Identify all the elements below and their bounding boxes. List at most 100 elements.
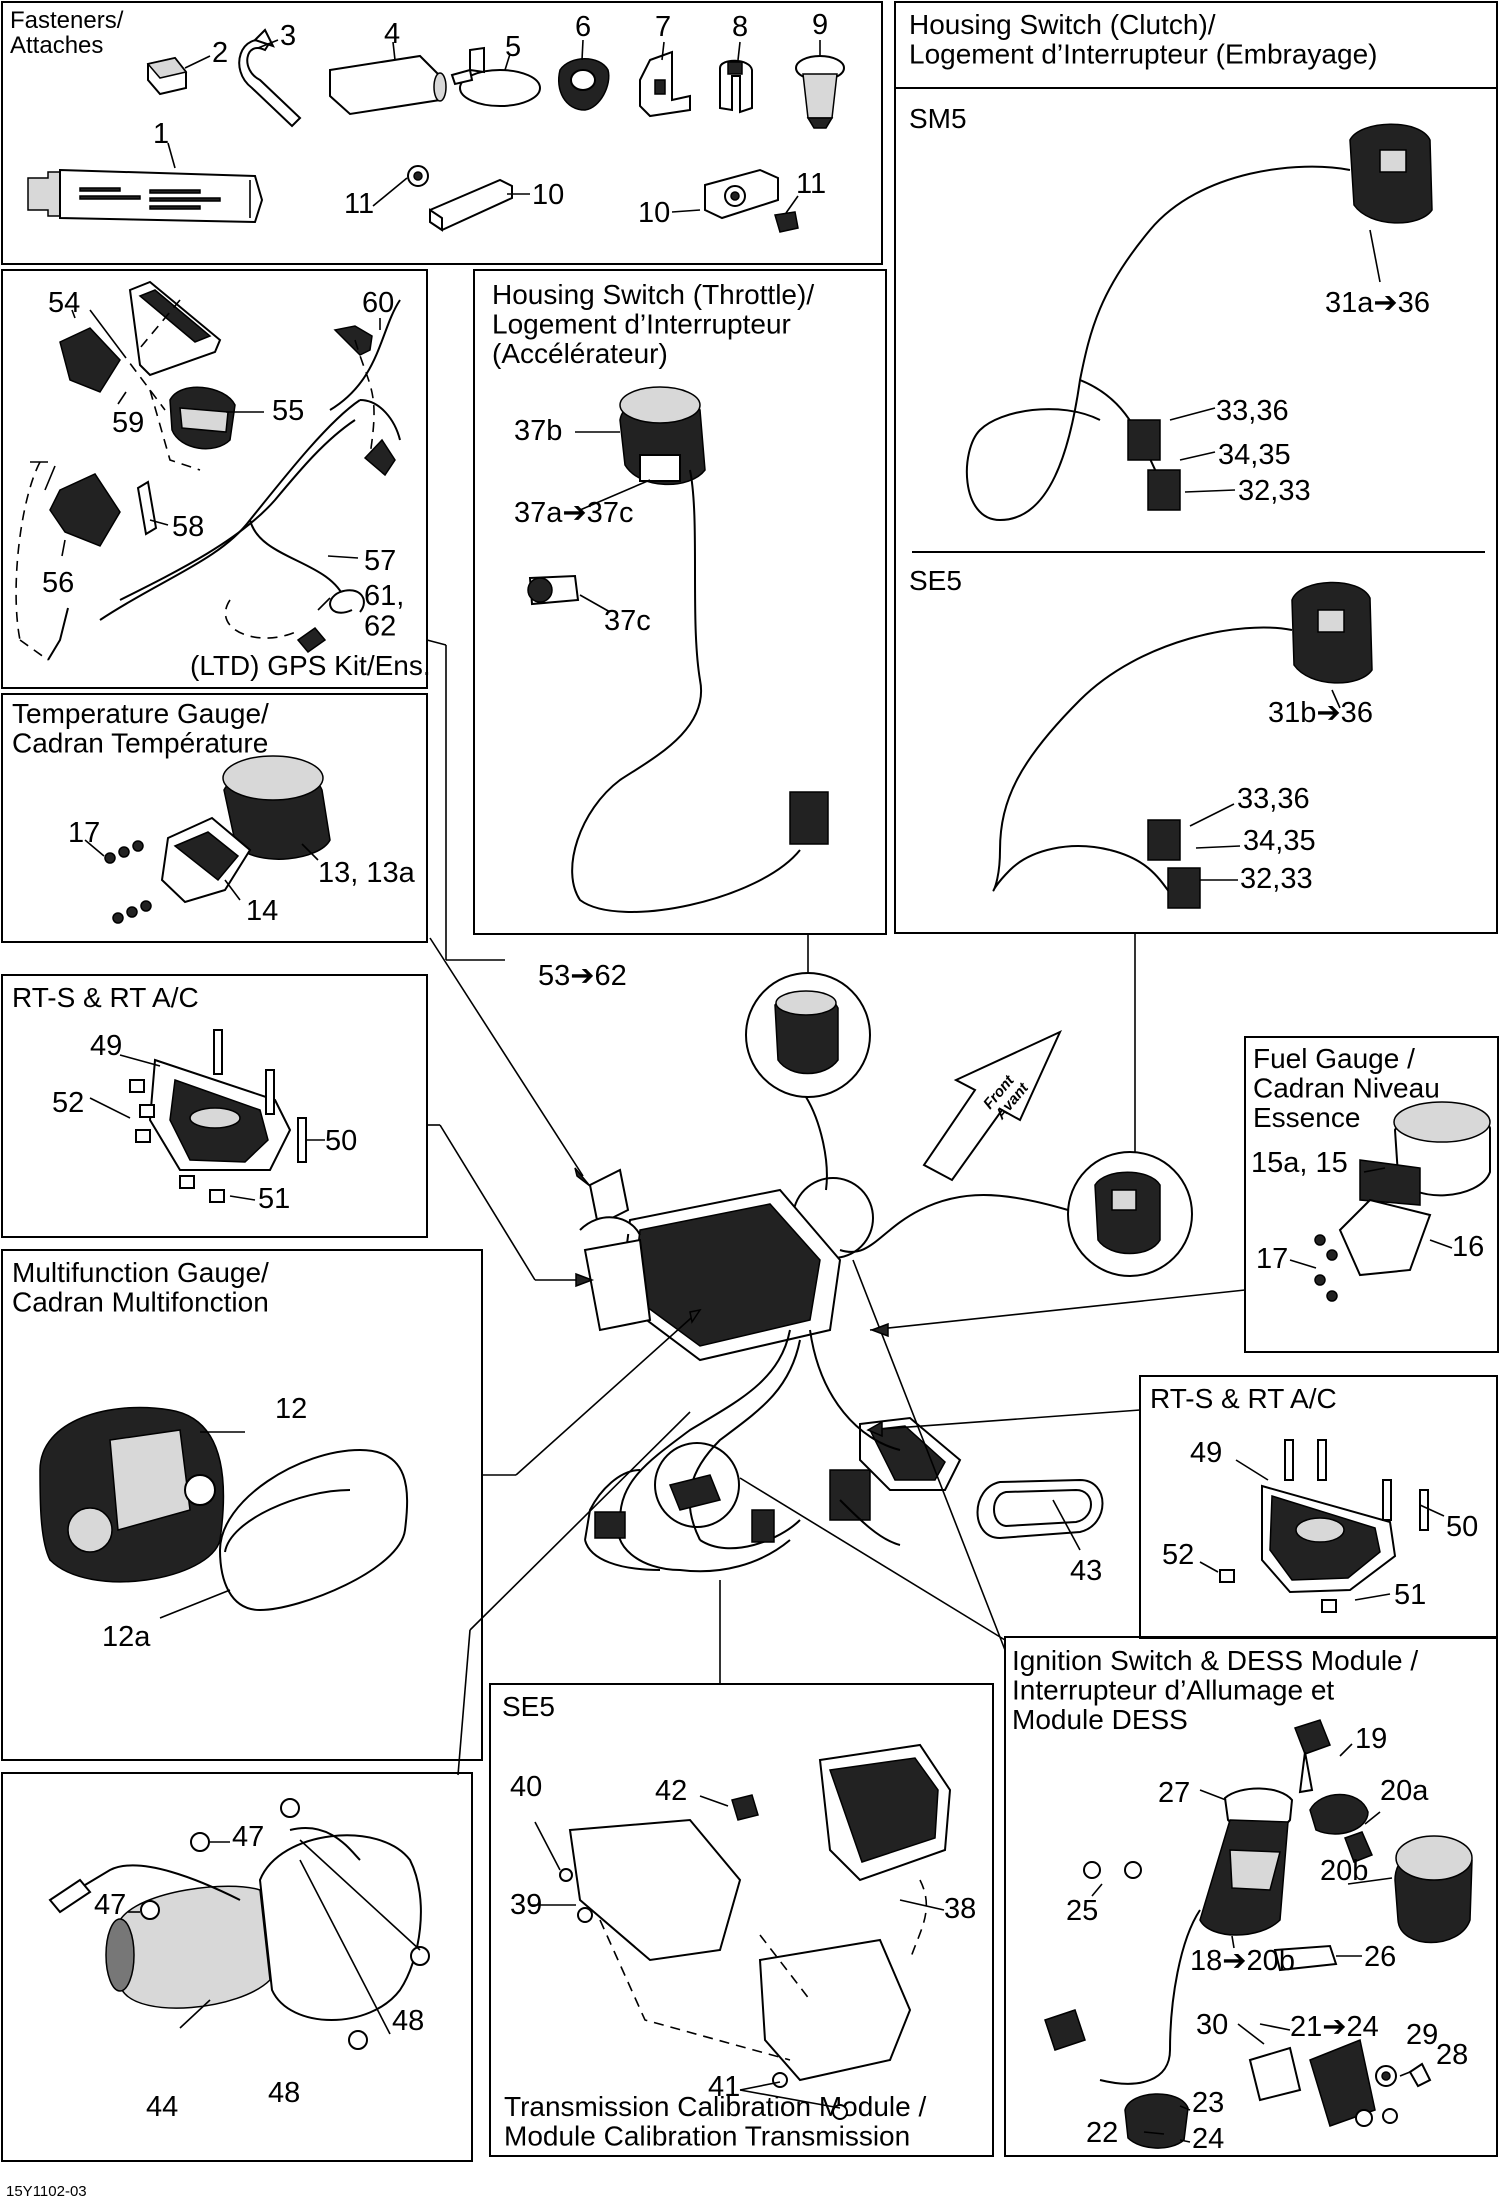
center-assembly: FrontAvant (579, 972, 1193, 1573)
callout-label: 24 (1192, 2123, 1224, 2155)
multifunction-gauge-parts (39, 1406, 409, 1619)
callout-label: 21➔24 (1290, 2011, 1379, 2043)
callout-label: 27 (1158, 1777, 1190, 1809)
callout-label: 48 (268, 2077, 300, 2109)
callout-label: 5 (505, 31, 521, 63)
callout-label: 26 (1364, 1941, 1396, 1973)
callout-label: 22 (1086, 2117, 1118, 2149)
callout-label: 49 (90, 1030, 122, 1062)
callout-label: 52 (52, 1087, 84, 1119)
callout-label: 33,36 (1216, 395, 1289, 427)
multifunction-gauge-labels: 12 12a (102, 1393, 307, 1653)
panel-frame-fasteners (1, 1, 883, 265)
callout-label: 56 (42, 567, 74, 599)
gps-kit-parts (15, 280, 401, 661)
callout-label: 4 (384, 18, 400, 50)
actuator-parts (48, 1798, 430, 2050)
callout-label: 23 (1192, 2087, 1224, 2119)
callout-label: 53➔62 (538, 960, 627, 992)
callout-label: 30 (1196, 2009, 1228, 2041)
callout-label: 60 (362, 287, 394, 319)
throttle-switch-title: Housing Switch (Throttle)/Logement d’Int… (492, 279, 814, 369)
panel-frame-actuator (1, 1772, 473, 2162)
callout-label: 29 (1406, 2019, 1438, 2051)
rts-rtac-right-title: RT-S & RT A/C (1150, 1383, 1337, 1414)
ignition-parts (1044, 1719, 1473, 2149)
callout-label: 7 (655, 11, 671, 43)
transmission-module-labels: 38 39 40 41 42 (510, 1771, 976, 2103)
temperature-gauge-parts (84, 755, 331, 924)
callout-label: 11 (796, 168, 826, 200)
multifunction-gauge-title: Multifunction Gauge/Cadran Multifonction (12, 1257, 269, 1317)
rts-rtac-right-parts (1199, 1439, 1445, 1613)
callout-label: 12a (102, 1621, 151, 1653)
callout-label: 55 (272, 395, 304, 427)
callout-label: 43 (1070, 1555, 1102, 1587)
callout-label: 14 (246, 895, 278, 927)
clutch-sm5-parts (965, 123, 1433, 522)
se5-title: SE5 (909, 565, 962, 596)
callout-label: 19 (1355, 1723, 1387, 1755)
actuator-labels: 44 47 47 48 48 (94, 1821, 424, 2123)
callout-label: 15a, 15 (1251, 1147, 1348, 1179)
callout-label: 25 (1066, 1895, 1098, 1927)
callout-label: 34,35 (1218, 439, 1291, 471)
panel-frame-rts-rtac-left (1, 974, 428, 1238)
panel-frame-clutch-switch (894, 1, 1498, 934)
fasteners-title: Fasteners/Attaches (10, 7, 124, 59)
callout-label: 50 (1446, 1511, 1478, 1543)
panel-frame-fuel-gauge (1244, 1036, 1499, 1353)
callout-label: 48 (392, 2005, 424, 2037)
callout-label: 41 (708, 2071, 740, 2103)
panel-frame-gps-kit (1, 269, 428, 689)
callout-label: 28 (1436, 2039, 1468, 2071)
callout-label: 32,33 (1240, 863, 1313, 895)
callout-label: 61,62 (364, 580, 404, 642)
panel-frame-temperature-gauge (1, 693, 428, 943)
callout-label: 1 (153, 118, 169, 150)
rts-rtac-left-title: RT-S & RT A/C (12, 982, 199, 1013)
callout-label: 10 (638, 197, 670, 229)
throttle-switch-parts (527, 386, 829, 913)
callout-label: 9 (812, 9, 828, 41)
transmission-module-title: Transmission Calibration Module /Module … (504, 2091, 926, 2151)
transmission-se5-title: SE5 (502, 1691, 555, 1722)
callout-label: 2 (212, 37, 228, 69)
fasteners-labels: 1 2 3 4 5 6 7 8 9 10 11 10 11 (153, 9, 828, 229)
clutch-se5-parts (992, 581, 1373, 909)
callout-label: 38 (944, 1893, 976, 1925)
callout-label: 37c (604, 605, 651, 637)
callout-label: 32,33 (1238, 475, 1311, 507)
panel-frame-ignition (1004, 1636, 1498, 2157)
callout-label: 54 (48, 287, 80, 319)
callout-label: 10 (532, 179, 564, 211)
callout-label: 12 (275, 1393, 307, 1425)
clutch-se5-labels: 31b➔36 33,36 34,35 32,33 (1237, 697, 1373, 895)
panel-frame-throttle-switch (473, 269, 887, 935)
callout-label: 16 (1452, 1231, 1484, 1263)
callout-label: 20b (1320, 1855, 1368, 1887)
clutch-switch-title: Housing Switch (Clutch)/Logement d’Inter… (909, 9, 1377, 69)
transmission-module-parts (530, 1743, 952, 2120)
callout-label: 37a➔37c (514, 497, 633, 529)
panel-frame-transmission-module (489, 1683, 994, 2157)
callout-label: 18➔20b (1190, 1945, 1295, 1977)
callout-label: 11 (344, 188, 374, 220)
callout-label: 40 (510, 1771, 542, 1803)
callout-label: 52 (1162, 1539, 1194, 1571)
throttle-switch-labels: 37b 37a➔37c 37c (514, 415, 651, 637)
callout-label: 42 (655, 1775, 687, 1807)
callout-label: 3 (280, 20, 296, 52)
callout-label: 6 (575, 11, 591, 43)
callout-label: 51 (1394, 1579, 1426, 1611)
diagram-id: 15Y1102-03 (6, 2183, 87, 2200)
callout-label: 49 (1190, 1437, 1222, 1469)
callout-label: 44 (146, 2091, 178, 2123)
callout-label: 31a➔36 (1325, 287, 1430, 319)
callout-label: 39 (510, 1889, 542, 1921)
panel-frame-multifunction-gauge (1, 1249, 483, 1761)
callout-label: 57 (364, 545, 396, 577)
rts-rtac-left-labels: 49 50 51 52 (52, 1030, 357, 1215)
callout-label: 59 (112, 407, 144, 439)
